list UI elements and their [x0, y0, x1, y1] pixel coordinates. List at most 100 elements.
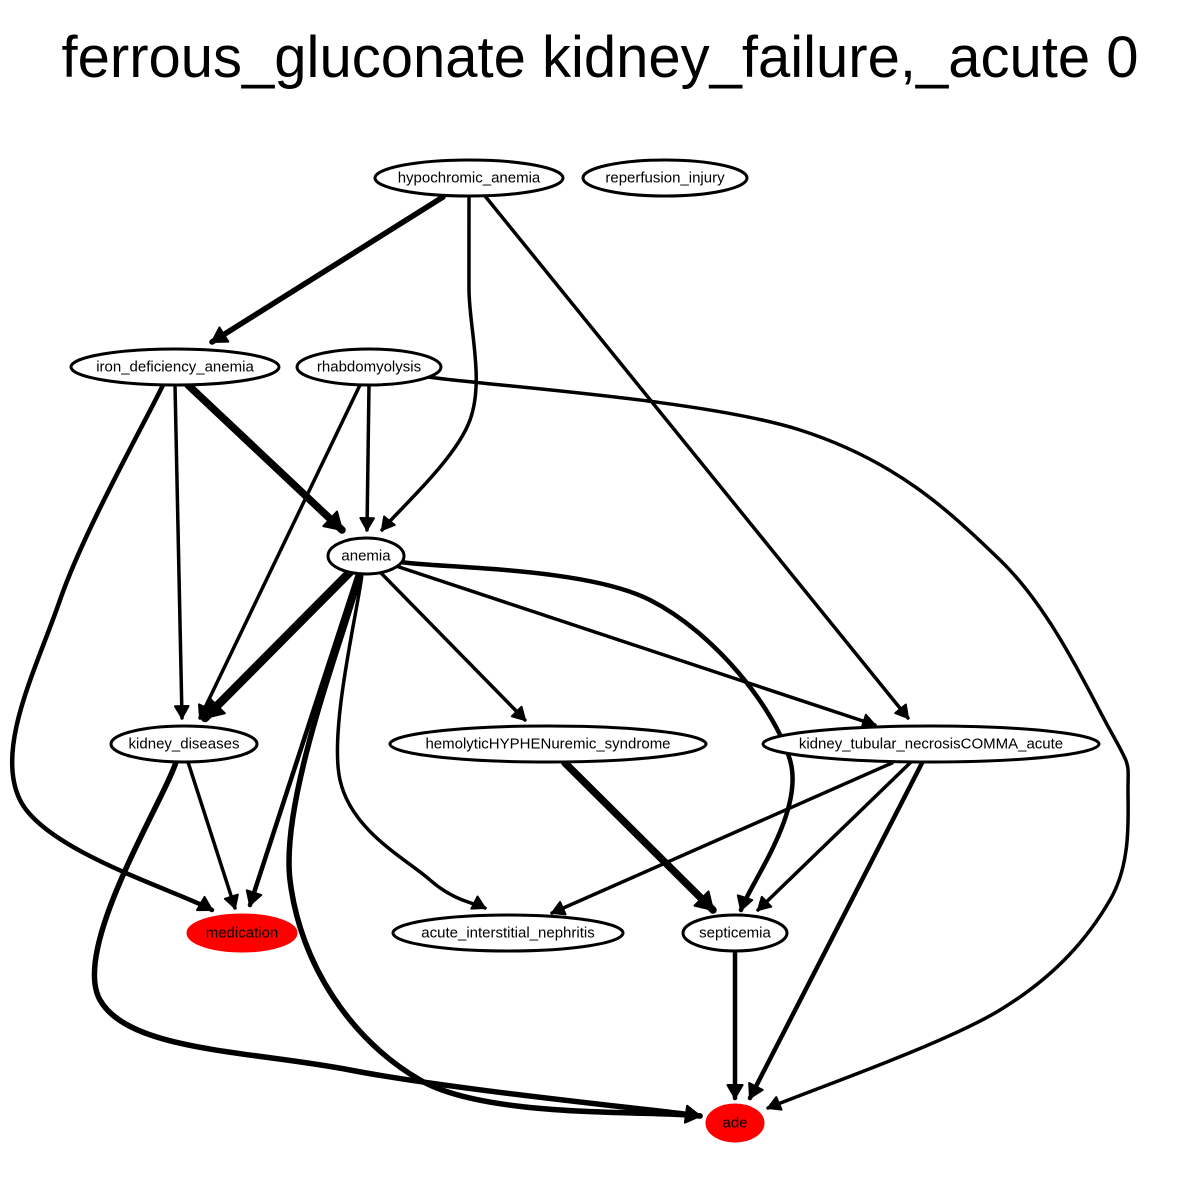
arrow-head-icon — [693, 890, 714, 911]
node-label: hemolyticHYPHENuremic_syndrome — [425, 736, 670, 753]
edge-line — [186, 760, 237, 910]
edge-iron_deficiency_anemia-to-anemia — [184, 381, 346, 534]
edge-hypochromic_anemia-to-iron_deficiency_anemia — [209, 194, 446, 345]
edge-anemia-to-hemolytic_uremic_syndrome — [378, 570, 527, 722]
edge-line — [173, 383, 184, 720]
node-label: medication — [206, 925, 279, 942]
node-ade: ade — [705, 1103, 765, 1143]
node-medication: medication — [186, 913, 298, 953]
arrow-head-icon — [551, 900, 567, 916]
arrow-head-icon — [894, 703, 909, 719]
edges-layer — [9, 194, 1130, 1124]
arrow-head-icon — [322, 510, 343, 531]
node-ellipse — [109, 724, 259, 764]
nodes-layer: hypochromic_anemia reperfusion_injuryiron… — [69, 158, 1101, 1143]
node-label: iron_deficiency_anemia — [96, 359, 254, 376]
arrow-head-icon — [211, 326, 230, 343]
node-rhabdomyolysis: rhabdomyolysis — [295, 347, 443, 387]
arrow-head-icon — [359, 517, 375, 531]
node-label: ade — [722, 1115, 747, 1132]
edge-line — [286, 571, 703, 1119]
edge-hemolytic_uremic_syndrome-to-septicemia — [561, 759, 717, 914]
node-ellipse — [391, 913, 625, 953]
edge-kidney_tubular_necrosis-to-septicemia — [756, 761, 912, 912]
edge-anemia-to-septicemia — [397, 559, 795, 913]
node-ellipse — [186, 913, 298, 953]
node-label: hypochromic_anemia — [398, 170, 541, 187]
arrow-head-icon — [767, 1096, 783, 1111]
node-iron_deficiency_anemia: iron_deficiency_anemia — [69, 347, 281, 387]
edge-line — [380, 194, 478, 532]
edge-iron_deficiency_anemia-to-medication — [9, 382, 215, 913]
arrow-head-icon — [757, 895, 773, 911]
edge-line — [247, 571, 361, 908]
arrow-head-icon — [195, 895, 213, 912]
edge-line — [378, 570, 527, 722]
node-kidney_tubular_necrosis: kidney_tubular_necrosisCOMMA_acute — [761, 724, 1101, 764]
node-hemolytic_uremic_syndrome: hemolyticHYPHENuremic_syndrome — [388, 724, 708, 764]
edge-septicemia-to-ade — [726, 948, 744, 1101]
node-acute_interstitial_nephritis: acute_interstitial_nephritis — [391, 913, 625, 953]
edge-kidney_diseases-to-medication — [186, 760, 239, 910]
edge-anemia-to-kidney_diseases — [200, 565, 357, 723]
edge-anemia-to-ade — [286, 571, 703, 1124]
node-label: reperfusion_injury — [605, 170, 725, 187]
edge-line — [397, 559, 795, 913]
node-label: anemia — [341, 548, 391, 565]
node-ellipse — [761, 724, 1101, 764]
node-septicemia: septicemia — [681, 913, 789, 953]
edge-line — [198, 383, 362, 720]
edge-line — [394, 564, 877, 727]
node-hypochromic_anemia: hypochromic_anemia — [373, 158, 565, 198]
node-ellipse — [388, 724, 708, 764]
edge-hypochromic_anemia-to-anemia — [380, 194, 478, 532]
edge-line — [426, 375, 1130, 1110]
arrow-head-icon — [204, 697, 226, 719]
node-ellipse — [681, 913, 789, 953]
arrow-head-icon — [510, 705, 526, 721]
edge-line — [756, 761, 912, 912]
arrow-head-icon — [173, 705, 190, 719]
arrow-head-icon — [245, 889, 263, 906]
edge-rhabdomyolysis-to-anemia — [359, 383, 375, 532]
node-ellipse — [69, 347, 281, 387]
arrow-head-icon — [470, 895, 486, 910]
page-title: ferrous_gluconate kidney_failure,_acute … — [61, 25, 1139, 90]
edge-line — [209, 194, 446, 345]
arrow-head-icon — [223, 893, 239, 909]
node-ellipse — [581, 158, 749, 198]
edge-hypochromic_anemia-to-kidney_tubular_necrosis — [483, 194, 910, 720]
arrow-head-icon — [381, 515, 396, 531]
node-label: kidney_diseases — [129, 736, 240, 753]
arrow-head-icon — [683, 1104, 701, 1124]
edge-line — [365, 383, 371, 532]
node-anemia: anemia — [326, 536, 406, 576]
edge-line — [9, 382, 215, 913]
edge-kidney_diseases-to-ade — [91, 759, 703, 1124]
edge-line — [91, 759, 703, 1119]
node-label: acute_interstitial_nephritis — [421, 925, 594, 942]
arrow-head-icon — [748, 1082, 764, 1099]
edge-line — [200, 565, 357, 723]
node-label: kidney_tubular_necrosisCOMMA_acute — [799, 736, 1063, 753]
edge-line — [550, 761, 894, 915]
node-ellipse — [373, 158, 565, 198]
node-label: septicemia — [699, 925, 771, 942]
node-ellipse — [295, 347, 443, 387]
arrow-head-icon — [726, 1084, 744, 1099]
edge-anemia-to-medication — [245, 571, 361, 908]
edge-line — [747, 760, 925, 1101]
edge-line — [335, 572, 487, 910]
edge-anemia-to-acute_interstitial_nephritis — [335, 572, 487, 910]
edge-kidney_tubular_necrosis-to-ade — [747, 760, 925, 1101]
edge-line — [483, 194, 910, 720]
edge-line — [561, 759, 717, 914]
edge-kidney_tubular_necrosis-to-acute_interstitial_nephritis — [550, 761, 894, 916]
arrow-head-icon — [736, 894, 754, 911]
node-reperfusion_injury: reperfusion_injury — [581, 158, 749, 198]
node-label: rhabdomyolysis — [317, 359, 421, 376]
edge-iron_deficiency_anemia-to-kidney_diseases — [173, 383, 190, 720]
edge-rhabdomyolysis-to-ade — [426, 375, 1130, 1111]
edge-line — [184, 381, 346, 534]
